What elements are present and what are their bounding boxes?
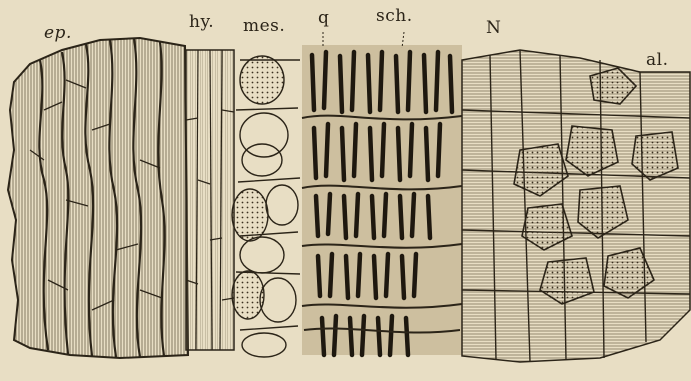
label-n: N (486, 18, 501, 38)
parenchyma-layer (462, 50, 690, 362)
mesophyll-layer (232, 56, 300, 357)
label-mes: mes. (243, 16, 285, 36)
label-ep: ep. (44, 23, 72, 43)
label-q: q (318, 8, 329, 28)
hypodermis-layer (186, 50, 234, 350)
label-hy: hy. (189, 12, 214, 32)
label-al: al. (646, 50, 668, 70)
epidermis-layer (8, 38, 188, 358)
sclerenchyma-layer (302, 45, 462, 355)
label-sch: sch. (376, 6, 413, 26)
